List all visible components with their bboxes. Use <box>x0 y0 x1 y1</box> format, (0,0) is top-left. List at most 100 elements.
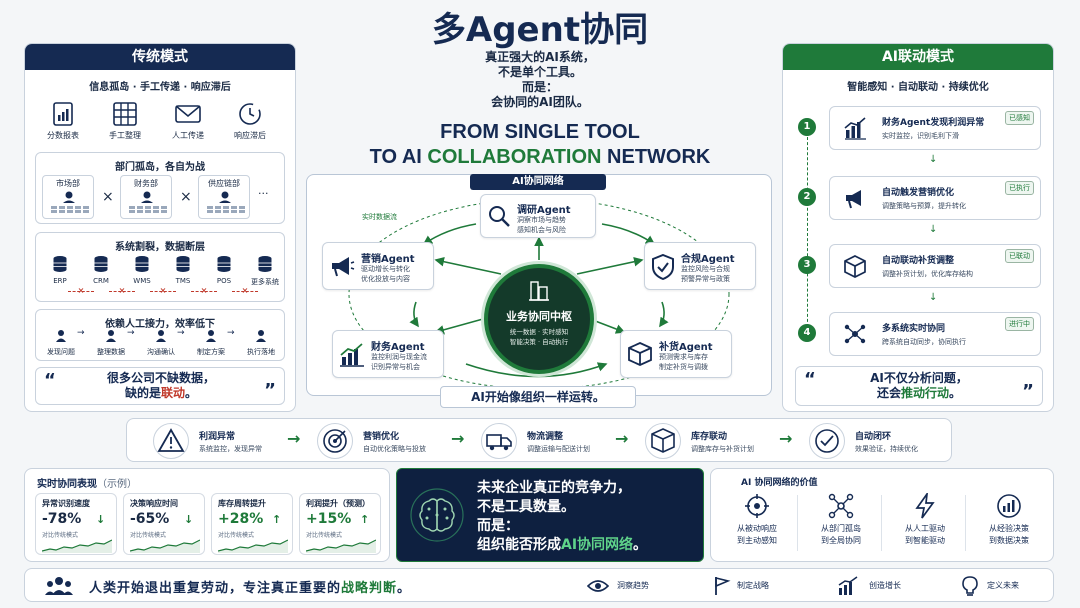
open-quote-icon: “ <box>44 370 56 391</box>
bar-chart-icon <box>844 117 866 140</box>
stat-value: -78% <box>42 511 82 527</box>
traditional-subtitle: 信息孤岛 · 手工传递 · 响应滞后 <box>89 82 231 93</box>
bottom-item-3: 创造增长 <box>869 581 901 590</box>
relay-step: 制定方案 <box>188 328 234 357</box>
stat-caption: 对比传统模式 <box>42 532 79 539</box>
stat-value: +28% <box>218 511 264 527</box>
agent-finance-desc-2: 识别异常与机会 <box>371 363 420 371</box>
stat-card: 异常识别速度-78%↓对比传统模式 <box>35 493 117 555</box>
system-label: POS <box>216 277 232 285</box>
database-icon <box>217 256 231 272</box>
left-quote-text: 很多公司不缺数据， 缺的是联动。 <box>66 371 256 401</box>
flow-step-desc: 自动优化策略与投放 <box>363 445 426 453</box>
step-card[interactable]: 财务Agent发现利润异常实时监控，识别毛利下滑已感知 <box>829 106 1041 150</box>
realtime-flow-label: 实时数据流 <box>362 213 397 221</box>
check-circle-icon <box>815 429 839 453</box>
step-desc: 调整策略与预算，提升转化 <box>882 202 966 210</box>
agent-research[interactable]: 调研Agent 洞察市场与趋势 感知机会与风险 <box>480 194 596 238</box>
agent-finance[interactable]: 财务Agent 监控利润与现金流 识别异常与机会 <box>332 330 444 378</box>
system-label: TMS <box>175 277 191 285</box>
shield-icon <box>652 254 674 280</box>
stat-caption: 对比传统模式 <box>306 532 343 539</box>
agent-replenish-desc-1: 预测需求与库存 <box>659 353 708 361</box>
agent-marketing-name: 营销Agent <box>361 254 415 265</box>
agent-replenish-desc-2: 制定补货与调拨 <box>659 363 708 371</box>
step-title: 多系统实时协同 <box>882 324 946 334</box>
relay-step: 沟通确认 <box>138 328 184 357</box>
right-quote-text: AI不仅分析问题， 还会推动行动。 <box>824 371 1014 401</box>
agent-compliance[interactable]: 合规Agent 监控风险与合规 预警异常与政策 <box>644 242 756 290</box>
traditional-panel: 传统模式 信息孤岛 · 手工传递 · 响应滞后 分数报表 手工整理 人工传递 响… <box>24 43 296 412</box>
system-label: CRM <box>93 277 109 285</box>
banner-line-4: 组织能否形成AI协同网络。 <box>477 536 701 555</box>
agent-replenish-name: 补货Agent <box>659 342 713 353</box>
flow-bar: 利润异常系统监控，发现异常→营销优化自动优化策略与投放→物流调整调整运输与配送计… <box>126 418 952 462</box>
flow-step-title: 营销优化 <box>363 432 400 442</box>
database-icon <box>176 256 190 272</box>
relay-title: 依赖人工接力，效率低下 <box>105 319 215 330</box>
dept-silo-title: 部门孤岛，各自为战 <box>115 162 205 173</box>
network-icon <box>844 324 866 344</box>
mail-label: 人工传递 <box>172 131 204 140</box>
stat-card: 库存周转提升+28%↑对比传统模式 <box>211 493 293 555</box>
arrow-down-icon: ↓ <box>184 513 194 526</box>
relay-box: 依赖人工接力，效率低下 发现问题→整理数据→沟通确认→制定方案→执行落地 <box>35 309 285 361</box>
system-item: WMS <box>122 255 162 285</box>
flow-step-desc: 效果验证，持续优化 <box>855 445 918 453</box>
step-desc: 实时监控，识别毛利下滑 <box>882 132 959 140</box>
left-quote-l2c: 。 <box>185 386 198 400</box>
stat-card: 决策响应时间-65%↓对比传统模式 <box>123 493 205 555</box>
realtime-note: （示例） <box>97 479 137 490</box>
status-badge: 已执行 <box>1005 181 1034 195</box>
status-badge: 进行中 <box>1005 317 1034 331</box>
open-quote-icon: “ <box>804 369 816 390</box>
value-item-from: 从经验决策 <box>989 524 1029 533</box>
building-icon <box>529 281 549 301</box>
stat-label: 利润提升（预测） <box>306 499 370 508</box>
database-icon <box>94 256 108 272</box>
dept-more: ··· <box>258 187 269 200</box>
person-icon <box>51 191 89 213</box>
flow-step-desc: 调整库存与补货计划 <box>691 445 754 453</box>
step-card[interactable]: 多系统实时协同跨系统自动同步，协同执行 进行中 <box>829 312 1041 356</box>
agent-replenish[interactable]: 补货Agent 预测需求与库存 制定补货与调拨 <box>620 330 732 378</box>
arrow-right-icon: → <box>615 429 629 448</box>
step-card[interactable]: 自动触发营销优化调整策略与预算，提升转化已执行 <box>829 176 1041 220</box>
step-title: 自动联动补货调整 <box>882 256 955 266</box>
link-line <box>109 291 135 292</box>
value-panel: AI 协同网络的价值 从被动响应到主动感知从部门孤岛到全局协同从人工驱动到智能驱… <box>710 468 1054 562</box>
stat-card: 利润提升（预测）+15%↑对比传统模式 <box>299 493 381 555</box>
realtime-panel: 实时协同表现（示例） 异常识别速度-78%↓对比传统模式决策响应时间-65%↓对… <box>24 468 390 562</box>
agent-compliance-desc-1: 监控风险与合规 <box>681 265 730 273</box>
lightbulb-icon <box>962 576 978 596</box>
arrow-right-icon: → <box>287 429 301 448</box>
step-card[interactable]: 自动联动补货调整调整补货计划，优化库存结构已联动 <box>829 244 1041 288</box>
agent-compliance-desc-2: 预警异常与政策 <box>681 275 730 283</box>
report-icon-group: 分数报表 <box>43 102 83 141</box>
flow-step-title: 库存联动 <box>691 432 728 442</box>
agent-marketing[interactable]: 营销Agent 驱动增长与转化 优化投放与内容 <box>322 242 434 290</box>
brain-icon <box>410 488 464 542</box>
system-item: ERP <box>40 255 80 285</box>
flow-icon-circle <box>153 423 189 459</box>
database-icon <box>135 256 149 272</box>
tagline-line-4: 会协同的AI团队。 <box>491 95 589 109</box>
value-item-from: 从人工驱动 <box>905 524 945 533</box>
people-icon <box>45 577 73 595</box>
ai-linkage-subtitle: 智能感知 · 自动联动 · 持续优化 <box>847 82 989 93</box>
clock-icon <box>239 103 261 125</box>
system-label: WMS <box>133 277 151 285</box>
agent-compliance-name: 合规Agent <box>681 254 735 265</box>
stat-caption: 对比传统模式 <box>130 532 167 539</box>
warning-icon <box>157 428 185 452</box>
divider <box>797 495 798 551</box>
stat-label: 决策响应时间 <box>130 499 178 508</box>
flow-icon-circle <box>317 423 353 459</box>
truck-icon <box>486 434 512 451</box>
banner-line-1: 未来企业真正的竞争力， <box>477 480 631 496</box>
systems-box: 系统割裂，数据断层 ERP×CRM×WMS×TMS×POS×更多系统 <box>35 232 285 302</box>
step-desc: 跨系统自动同步，协同执行 <box>882 338 966 346</box>
database-icon <box>53 256 67 272</box>
right-quote-line-1: AI不仅分析问题， <box>870 371 968 385</box>
